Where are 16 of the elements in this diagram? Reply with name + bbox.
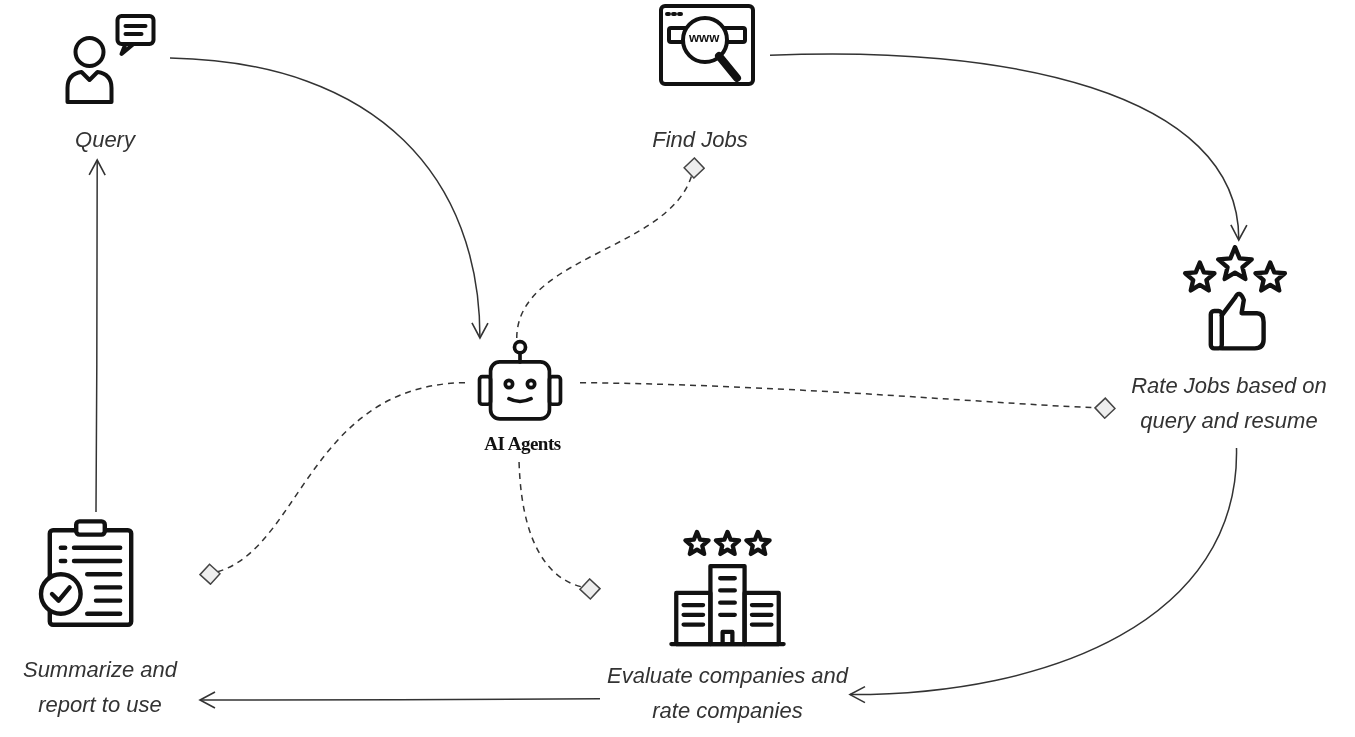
- dashed-connector: [516, 157, 704, 339]
- step-label: Find Jobs: [651, 126, 749, 154]
- dashed-connector: [199, 381, 466, 584]
- arrow: [88, 159, 106, 513]
- step-label: AI Agents: [483, 432, 562, 456]
- step-label: Rate Jobs based on query and resume: [1130, 372, 1328, 436]
- step-label: Evaluate companies and rate companies: [606, 662, 850, 726]
- arrow: [849, 447, 1238, 703]
- step-label: Summarize and report to use: [21, 656, 179, 720]
- arrow: [199, 691, 601, 709]
- icon-text: www: [689, 31, 720, 44]
- dashed-connector: [518, 461, 601, 599]
- arrow: [169, 57, 488, 339]
- arrow: [769, 53, 1246, 241]
- step-label: Query: [74, 126, 137, 154]
- dashed-connector: [579, 381, 1116, 419]
